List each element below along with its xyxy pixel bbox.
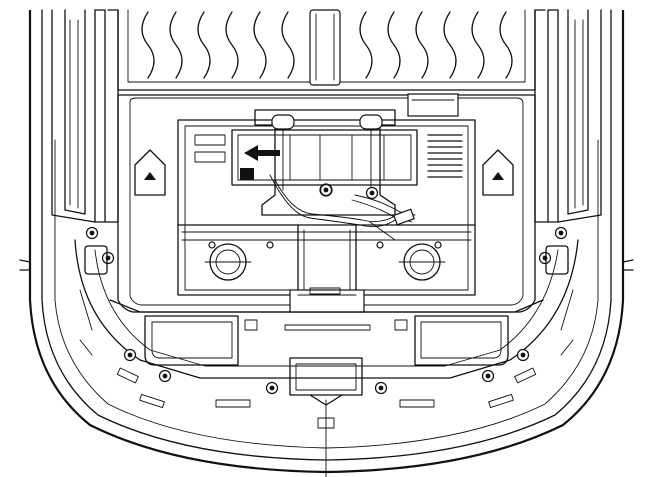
screw-head <box>89 230 95 236</box>
main-brush-channel <box>177 224 476 313</box>
grille-wave <box>499 11 513 79</box>
screw-set <box>85 183 568 395</box>
screw-head <box>269 385 275 391</box>
perimeter-clips <box>79 245 574 409</box>
grille-wave <box>225 11 239 79</box>
grille-wave <box>443 11 457 79</box>
grille-wave <box>471 11 485 79</box>
grille-wave <box>253 11 267 79</box>
screw-head <box>105 255 111 261</box>
screw-head <box>542 255 548 261</box>
top-grille <box>117 9 536 91</box>
grille-wave <box>197 11 211 79</box>
grille-wave <box>415 11 429 79</box>
screw-head <box>323 187 329 193</box>
left-latch <box>134 149 166 196</box>
upper-panel-frame <box>117 94 536 313</box>
callout-arrow-icon <box>244 145 280 161</box>
front-caster-housing <box>289 357 363 406</box>
left-side-rail <box>51 9 119 223</box>
left-dust-tray <box>144 315 239 366</box>
right-dust-tray <box>414 315 509 366</box>
grille-wave <box>281 11 295 79</box>
center-seam <box>317 399 335 477</box>
screw-head <box>369 190 375 196</box>
lower-panel <box>74 239 579 379</box>
screw-head <box>127 352 133 358</box>
right-latch <box>482 149 514 196</box>
grille-wave <box>387 11 401 79</box>
right-side-rail <box>534 9 602 223</box>
screw-head <box>520 352 526 358</box>
screw-head <box>485 373 491 379</box>
screw-head <box>162 373 168 379</box>
grille-wave <box>141 11 155 79</box>
screw-head <box>378 385 384 391</box>
wire-harness <box>269 174 416 241</box>
screw-head <box>558 230 564 236</box>
grille-wave <box>359 11 373 79</box>
grille-wave <box>169 11 183 79</box>
